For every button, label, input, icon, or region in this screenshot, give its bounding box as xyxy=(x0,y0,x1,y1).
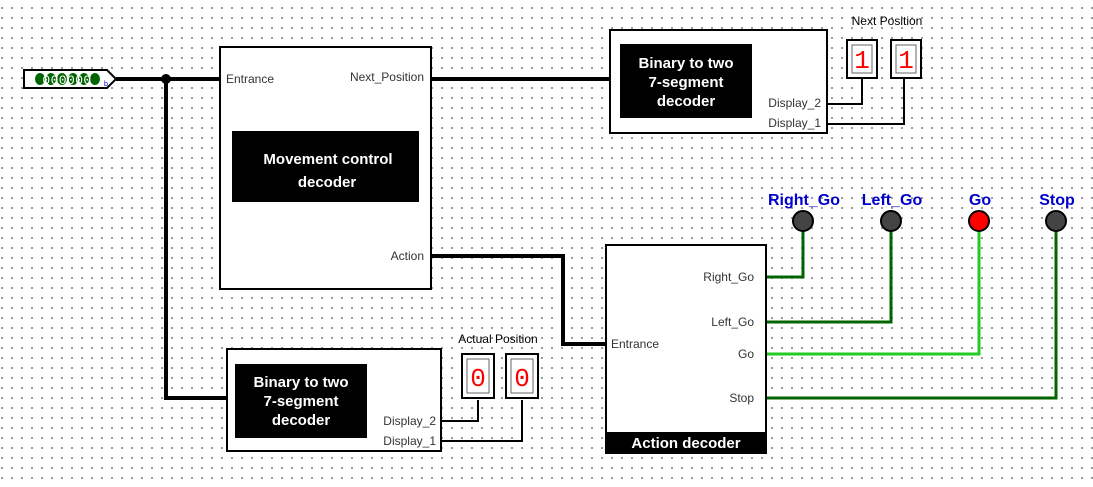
led-right-go-lamp xyxy=(792,210,814,232)
bottom-decoder-line3: decoder xyxy=(272,412,331,429)
input-pin-radix: b xyxy=(104,81,108,88)
action-decoder-pin-left-go: Left_Go xyxy=(711,315,754,329)
led-left-go-lamp xyxy=(880,210,902,232)
movement-title-box xyxy=(232,131,419,202)
led-label-stop: Stop xyxy=(1039,192,1075,209)
next-position-display-2: 1 xyxy=(846,39,878,79)
input-pin-value: 000000 xyxy=(42,73,91,88)
top-decoder-pin-display-1: Display_1 xyxy=(768,116,821,130)
led-stop-lamp xyxy=(1045,210,1067,232)
wire-bottom-display-1[interactable] xyxy=(440,400,523,442)
wire-right-go[interactable] xyxy=(766,229,805,279)
top-decoder-pin-display-2: Display_2 xyxy=(768,96,821,110)
movement-pin-action: Action xyxy=(391,249,424,263)
movement-title-line1: Movement control xyxy=(263,151,392,168)
next-position-digit-2: 1 xyxy=(854,46,870,76)
movement-pin-next-position: Next_Position xyxy=(350,70,424,84)
action-decoder-pin-stop: Stop xyxy=(729,391,754,405)
actual-position-title: Actual Position xyxy=(458,332,537,346)
movement-control-decoder[interactable]: Movement control decoder Entrance Next_P… xyxy=(219,46,432,290)
led-label-left-go: Left_Go xyxy=(862,192,923,209)
actual-position-display-2: 0 xyxy=(461,353,495,399)
movement-title-line2: decoder xyxy=(298,174,357,191)
movement-pin-entrance: Entrance xyxy=(226,72,274,86)
wires xyxy=(116,74,1058,442)
action-decoder-pin-right-go: Right_Go xyxy=(703,270,754,284)
top-decoder-title-box xyxy=(620,44,752,118)
bottom-decoder-line1: Binary to two xyxy=(253,374,348,391)
actual-position-display-1: 0 xyxy=(505,353,539,399)
wire-go[interactable] xyxy=(766,229,981,356)
led-go-lamp xyxy=(968,210,990,232)
next-position-digit-1: 1 xyxy=(898,46,914,76)
actual-position-digit-2: 0 xyxy=(470,364,486,394)
wire-stop[interactable] xyxy=(766,229,1058,400)
bottom-decoder-pin-display-1: Display_1 xyxy=(383,434,436,448)
next-position-display-1: 1 xyxy=(890,39,922,79)
wire-action[interactable] xyxy=(431,254,606,346)
action-decoder-pin-go: Go xyxy=(738,347,754,361)
wire-left-go[interactable] xyxy=(766,229,893,324)
led-label-right-go: Right_Go xyxy=(768,192,840,209)
action-decoder-pin-entrance: Entrance xyxy=(611,337,659,351)
bottom-binary-decoder[interactable]: Binary to two 7-segment decoder Display_… xyxy=(226,348,442,452)
next-position-title: Next Position xyxy=(852,14,923,28)
top-decoder-line2: 7-segment xyxy=(648,74,723,91)
top-decoder-line1: Binary to two xyxy=(638,55,733,72)
action-decoder[interactable]: Action decoder Entrance Right_Go Left_Go… xyxy=(605,244,767,454)
top-binary-decoder[interactable]: Binary to two 7-segment decoder Display_… xyxy=(609,29,828,134)
action-decoder-title-bar xyxy=(606,432,766,453)
bottom-decoder-pin-display-2: Display_2 xyxy=(383,414,436,428)
top-decoder-line3: decoder xyxy=(657,93,716,110)
led-go[interactable]: Go xyxy=(968,192,991,232)
input-bits xyxy=(35,73,100,85)
led-stop[interactable]: Stop xyxy=(1039,192,1075,232)
actual-position-digit-1: 0 xyxy=(514,364,530,394)
input-pin[interactable]: 000000 b xyxy=(23,69,118,89)
wire-bottom-display-2[interactable] xyxy=(440,400,479,422)
led-label-go: Go xyxy=(969,192,991,209)
wire-input-to-bottom-decoder[interactable] xyxy=(164,79,227,400)
wire-junction xyxy=(161,74,171,84)
action-decoder-title: Action decoder xyxy=(631,435,740,452)
bottom-decoder-title-box xyxy=(235,364,367,438)
led-left-go[interactable]: Left_Go xyxy=(862,192,923,232)
bottom-decoder-line2: 7-segment xyxy=(263,393,338,410)
led-right-go[interactable]: Right_Go xyxy=(768,192,840,232)
